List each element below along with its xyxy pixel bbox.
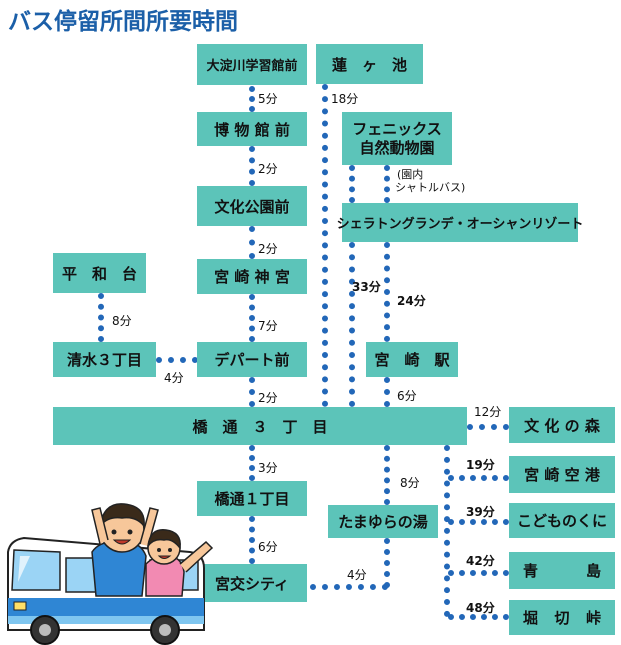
route-line (249, 294, 255, 342)
stop-phoenix-zoo-line1: フェニックス (352, 119, 442, 138)
stop-hakubutsukan: 博 物 館 前 (197, 112, 307, 146)
time-label: 2分 (258, 242, 278, 256)
page-title: バス停留所間所要時間 (8, 9, 238, 35)
route-line (384, 445, 390, 505)
time-label: 4分 (164, 371, 184, 385)
time-label: 4分 (347, 568, 367, 582)
route-line (467, 424, 509, 430)
route-line (249, 226, 255, 259)
time-label: 3分 (258, 461, 278, 475)
time-label: 12分 (474, 405, 502, 419)
time-label: 6分 (397, 389, 417, 403)
shuttle-note-line: シャトルバス) (395, 181, 466, 194)
route-line (322, 84, 328, 407)
time-label: 8分 (400, 476, 420, 490)
stop-shimizu3: 清水３丁目 (53, 342, 156, 377)
route-line (448, 519, 509, 525)
route-line (384, 538, 390, 588)
route-line (249, 445, 255, 481)
stop-phoenix-zoo: フェニックス 自然動物園 (342, 112, 452, 165)
stop-hasugaike: 蓮 ヶ 池 (316, 44, 423, 84)
stop-aoshima: 青 島 (509, 552, 615, 589)
route-line (384, 377, 390, 407)
route-line (349, 242, 355, 407)
bus-with-children-illustration (7, 503, 214, 645)
stop-miyazaki-eki: 宮 崎 駅 (366, 342, 458, 377)
stop-depart: デパート前 (197, 342, 307, 377)
route-line (310, 584, 388, 590)
stop-miyako-city: 宮交シティ (197, 564, 307, 602)
stop-bunka-koen: 文化公園前 (197, 186, 307, 226)
route-line (249, 377, 255, 407)
stop-horikiri-char: 峠 (585, 609, 601, 627)
route-line (98, 293, 104, 342)
stop-bunka-mori: 文 化 の 森 (509, 407, 615, 443)
stop-hashidori3: 橋 通 ３ 丁 目 (53, 407, 467, 445)
route-line (448, 475, 509, 481)
route-line (448, 570, 509, 576)
time-label: 48分 (466, 601, 495, 615)
time-label: 19分 (466, 458, 495, 472)
route-line (448, 614, 509, 620)
time-label: 6分 (258, 540, 278, 554)
stop-horikiri-char: 切 (554, 609, 570, 627)
stop-miyazaki-jingu: 宮 崎 神 宮 (197, 259, 307, 294)
stop-horikiri-char: 堀 (523, 609, 539, 627)
route-line (249, 86, 255, 112)
time-label: 42分 (466, 554, 495, 568)
stop-tamayura: たまゆらの湯 (328, 505, 438, 538)
time-label: 7分 (258, 319, 278, 333)
route-line (384, 165, 390, 203)
time-label: 8分 (112, 314, 132, 328)
stop-aoshima-char: 島 (585, 562, 601, 580)
time-label: 24分 (397, 294, 426, 308)
stop-oyodogawa: 大淀川学習館前 (197, 44, 307, 85)
stop-horikiri: 堀 切 峠 (509, 600, 615, 635)
stop-heiwadai: 平 和 台 (53, 253, 146, 293)
stop-hashidori1: 橋通１丁目 (197, 481, 307, 516)
route-line (249, 146, 255, 186)
time-label: 2分 (258, 391, 278, 405)
shuttle-note-line: (園内 (397, 168, 424, 181)
stop-phoenix-zoo-line2: 自然動物園 (359, 138, 435, 157)
stop-airport: 宮 崎 空 港 (509, 456, 615, 493)
time-label: 5分 (258, 92, 278, 106)
time-label: 2分 (258, 162, 278, 176)
time-label: 33分 (352, 280, 381, 294)
route-line (249, 516, 255, 564)
stop-kodomo: こどものくに (509, 503, 615, 538)
time-label: 39分 (466, 505, 495, 519)
route-line (384, 242, 390, 342)
shuttle-note: (園内 シャトルバス) (395, 168, 465, 194)
stop-sheraton: シェラトングランデ・オーシャンリゾート (337, 203, 583, 242)
stop-aoshima-char: 青 (523, 562, 539, 580)
route-line (156, 357, 198, 363)
time-label: 18分 (331, 92, 359, 106)
route-line (349, 165, 355, 203)
route-line (444, 445, 450, 617)
